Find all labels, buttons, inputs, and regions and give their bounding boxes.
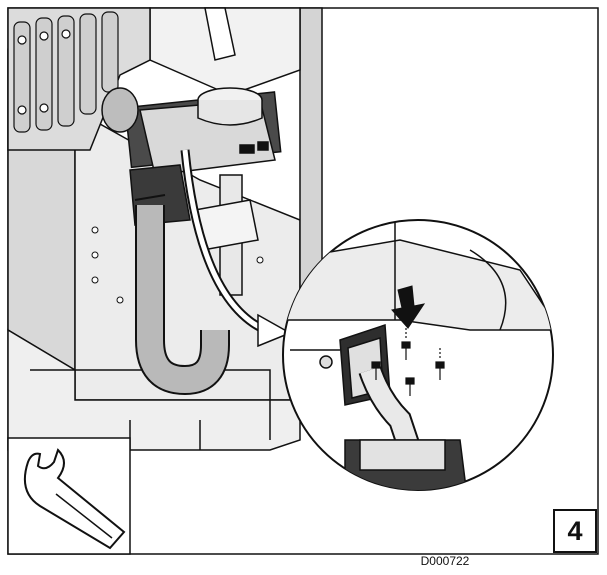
drawing-code: D000722	[420, 554, 470, 568]
air-hose	[134, 194, 230, 396]
heat-exchanger-fins	[13, 11, 119, 133]
screws	[371, 328, 445, 396]
wrench-icon	[24, 448, 126, 550]
step-number-box: 4	[553, 509, 597, 553]
step-number: 4	[567, 515, 583, 546]
tool-inset	[7, 437, 131, 555]
arrow-down-icon	[391, 285, 426, 329]
detail-circle	[282, 219, 554, 491]
detail-pointer	[180, 149, 292, 348]
